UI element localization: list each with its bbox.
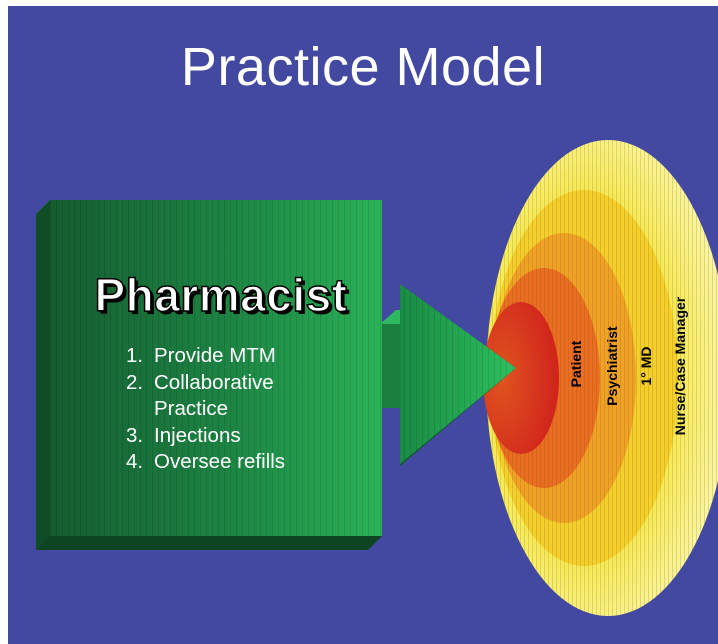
practice-model-diagram <box>36 140 718 616</box>
ring-label-patient: Patient <box>568 340 584 388</box>
list-item-text: Oversee refills <box>154 450 286 473</box>
list-item-number: 4. <box>126 450 144 473</box>
list-item-text: Provide MTM <box>154 344 276 367</box>
list-item-text: Collaborative Practice <box>154 370 274 421</box>
pharmacist-duties-list: 1. Provide MTM 2. Collaborative Practice… <box>126 343 314 476</box>
list-item-number: 2. <box>126 370 144 394</box>
page-title: Practice Model <box>180 37 546 97</box>
pharmacist-heading: Pharmacist <box>94 268 348 322</box>
arrow <box>380 284 516 466</box>
ring-label-psychiatrist: Psychiatrist <box>604 326 620 406</box>
ring-label-nurse-case-manager: Nurse/Case Manager <box>672 296 688 436</box>
list-item: 2. Collaborative Practice <box>126 370 314 423</box>
list-item-number: 3. <box>126 423 144 447</box>
list-item-number: 1. <box>126 344 144 367</box>
list-item-text: Injections <box>154 423 241 447</box>
list-item: 3. Injections <box>126 423 314 450</box>
ring-core <box>483 302 559 454</box>
target-rings <box>483 140 718 616</box>
slide: Practice Model <box>8 6 718 644</box>
ring-label-primary-md: 1° MD <box>638 346 654 386</box>
pharmacist-box <box>36 200 382 550</box>
list-item: 1. Provide MTM <box>126 343 314 370</box>
list-item: 4. Oversee refills <box>126 449 314 476</box>
